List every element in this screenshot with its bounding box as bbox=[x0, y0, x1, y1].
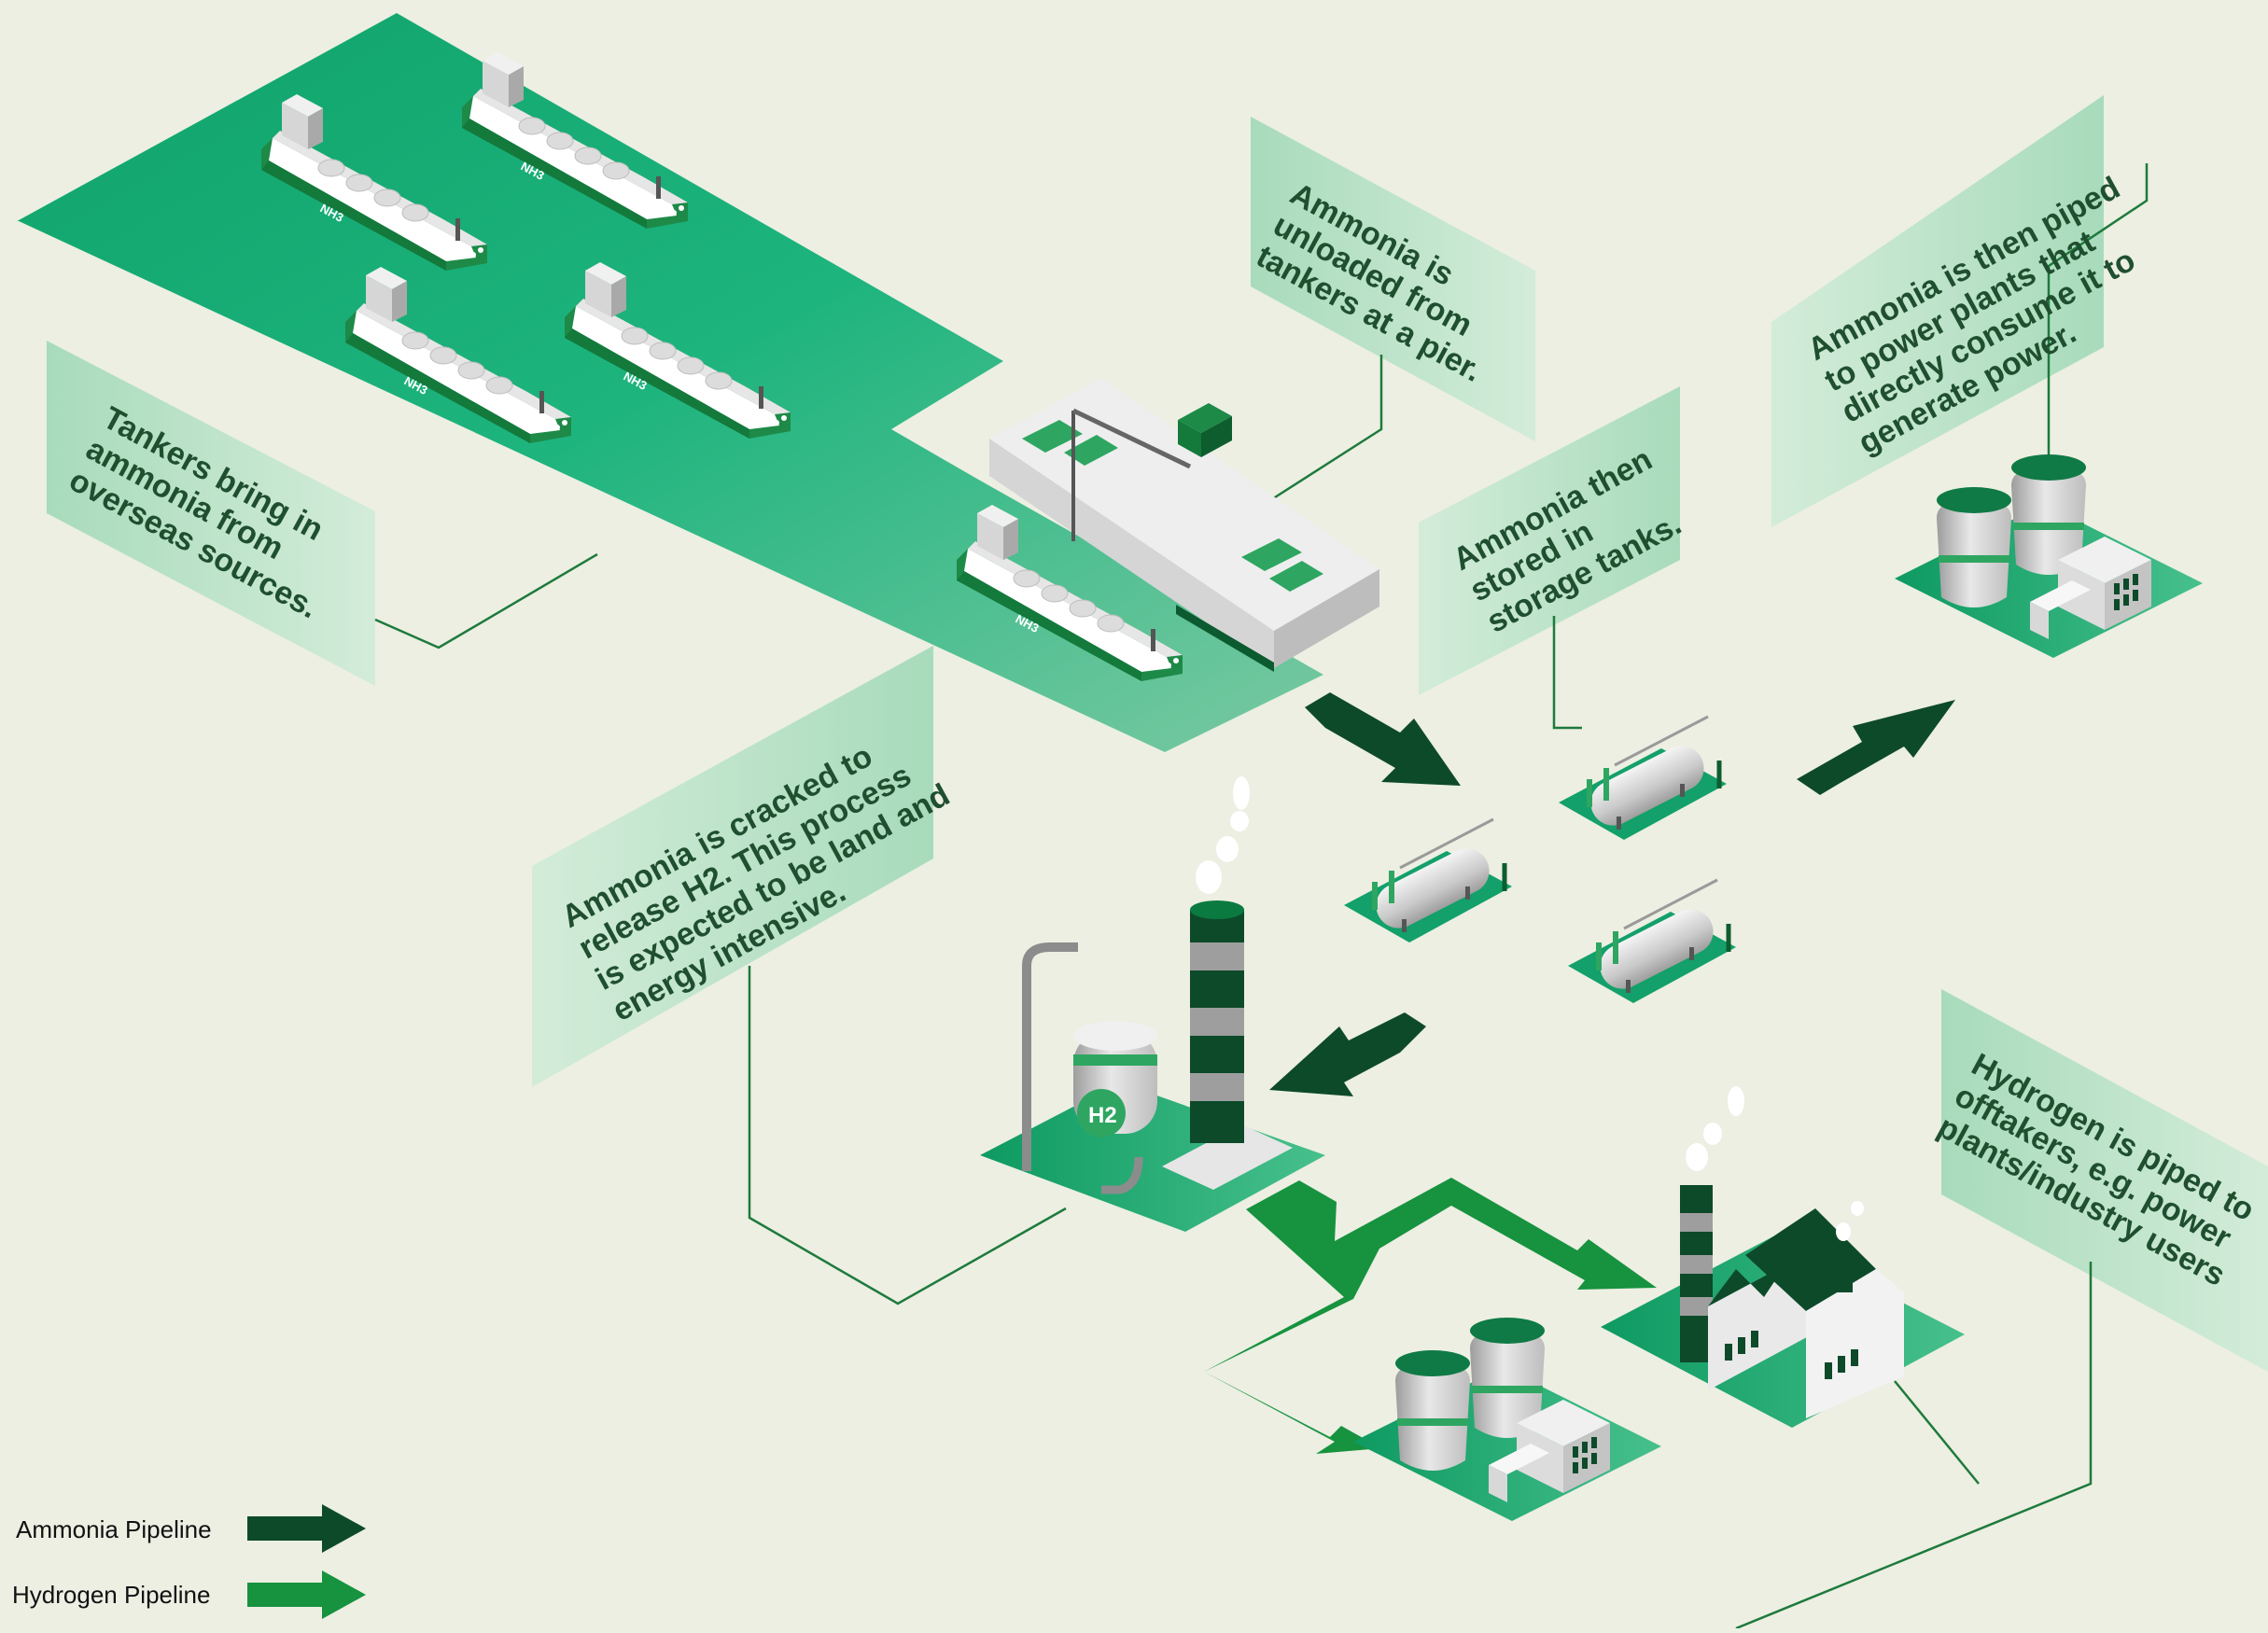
cooling-tower-power-plant-icon bbox=[1895, 454, 2203, 658]
storage-tank-icon bbox=[1568, 880, 1736, 1003]
legend-arrow-ammonia bbox=[247, 1504, 366, 1553]
connector-unload bbox=[1264, 355, 1383, 506]
panel-storage bbox=[1419, 386, 1680, 695]
arrow-storage-to-power bbox=[1797, 700, 1955, 795]
panel-hydrogen bbox=[1941, 989, 2268, 1372]
connector-storage bbox=[1552, 616, 1582, 730]
legend-label-ammonia: Ammonia Pipeline bbox=[16, 1515, 212, 1543]
storage-tank-icon bbox=[1559, 717, 1727, 840]
panel-crack bbox=[532, 646, 933, 1087]
legend-item-hydrogen: Hydrogen Pipeline bbox=[12, 1570, 366, 1619]
connector-crack bbox=[748, 966, 1067, 1305]
cracker-vessel-icon: H2 bbox=[980, 942, 1325, 1232]
connector-hydrogen bbox=[1735, 1262, 2093, 1630]
cracker-label: H2 bbox=[1088, 1103, 1117, 1128]
arrow-pier-to-storage bbox=[1305, 692, 1461, 786]
arrow-storage-to-cracker bbox=[1269, 1012, 1426, 1096]
legend-label-hydrogen: Hydrogen Pipeline bbox=[12, 1581, 210, 1609]
connector-hydrogen-b bbox=[1894, 1380, 1980, 1485]
connector-tankers bbox=[374, 552, 598, 649]
pier-crane-icon bbox=[989, 378, 1379, 672]
panel-unload bbox=[1251, 117, 1535, 441]
cooling-tower-power-plant-icon bbox=[1353, 1318, 1661, 1521]
legend: Ammonia Pipeline Hydrogen Pipeline bbox=[12, 1504, 366, 1619]
ammonia-arrows bbox=[1269, 692, 1955, 1096]
legend-item-ammonia: Ammonia Pipeline bbox=[16, 1504, 366, 1553]
panel-tankers bbox=[47, 341, 375, 686]
chimney-icon bbox=[1162, 776, 1293, 1190]
storage-tank-icon bbox=[1344, 819, 1512, 942]
panel-power bbox=[1771, 95, 2104, 527]
legend-arrow-hydrogen bbox=[247, 1570, 366, 1619]
hydrogen-arrows bbox=[1204, 1178, 1657, 1454]
arrow-hydrogen-pipeline bbox=[1204, 1178, 1657, 1454]
factory-icon bbox=[1601, 1086, 1965, 1428]
connector-lines bbox=[374, 163, 2149, 1630]
